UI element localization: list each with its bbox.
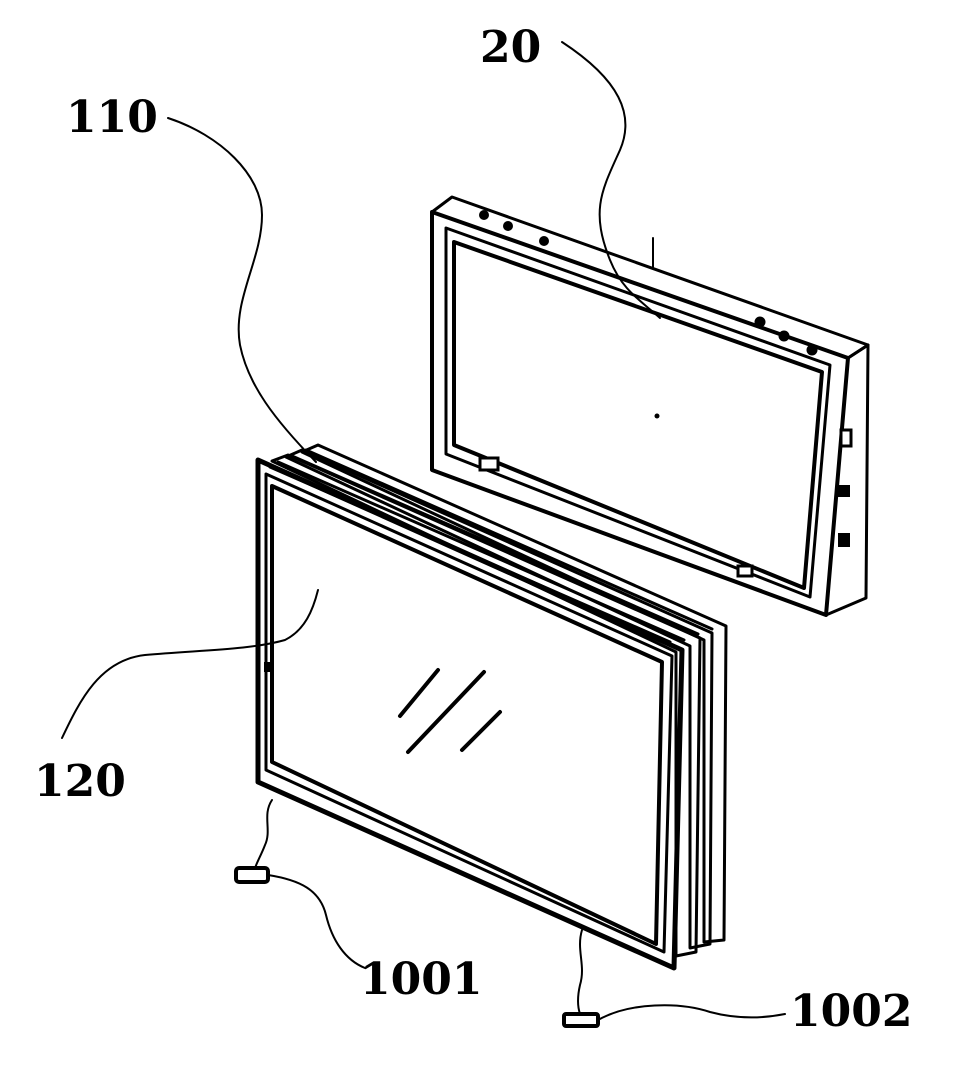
- label-110: 110: [66, 92, 158, 143]
- rear-housing: [432, 197, 868, 615]
- housing-hole: [779, 331, 790, 342]
- connector-1002: [564, 930, 598, 1026]
- leader-line-120: [62, 590, 318, 738]
- leader-line-1002: [598, 1005, 785, 1020]
- housing-hole: [479, 210, 489, 220]
- housing-hole: [539, 236, 549, 246]
- leader-line-1001: [268, 875, 365, 968]
- label-1002: 1002: [790, 986, 912, 1037]
- side-port: [838, 533, 850, 547]
- housing-hole: [503, 221, 513, 231]
- side-port: [841, 430, 851, 446]
- panel-assembly: [258, 445, 726, 968]
- connector-1001: [236, 800, 272, 882]
- housing-hole: [807, 345, 818, 356]
- leader-line-110: [168, 118, 316, 462]
- label-120: 120: [34, 756, 126, 807]
- housing-hole: [755, 317, 766, 328]
- label-1001: 1001: [360, 954, 482, 1005]
- label-20: 20: [480, 22, 541, 73]
- side-port: [836, 485, 850, 497]
